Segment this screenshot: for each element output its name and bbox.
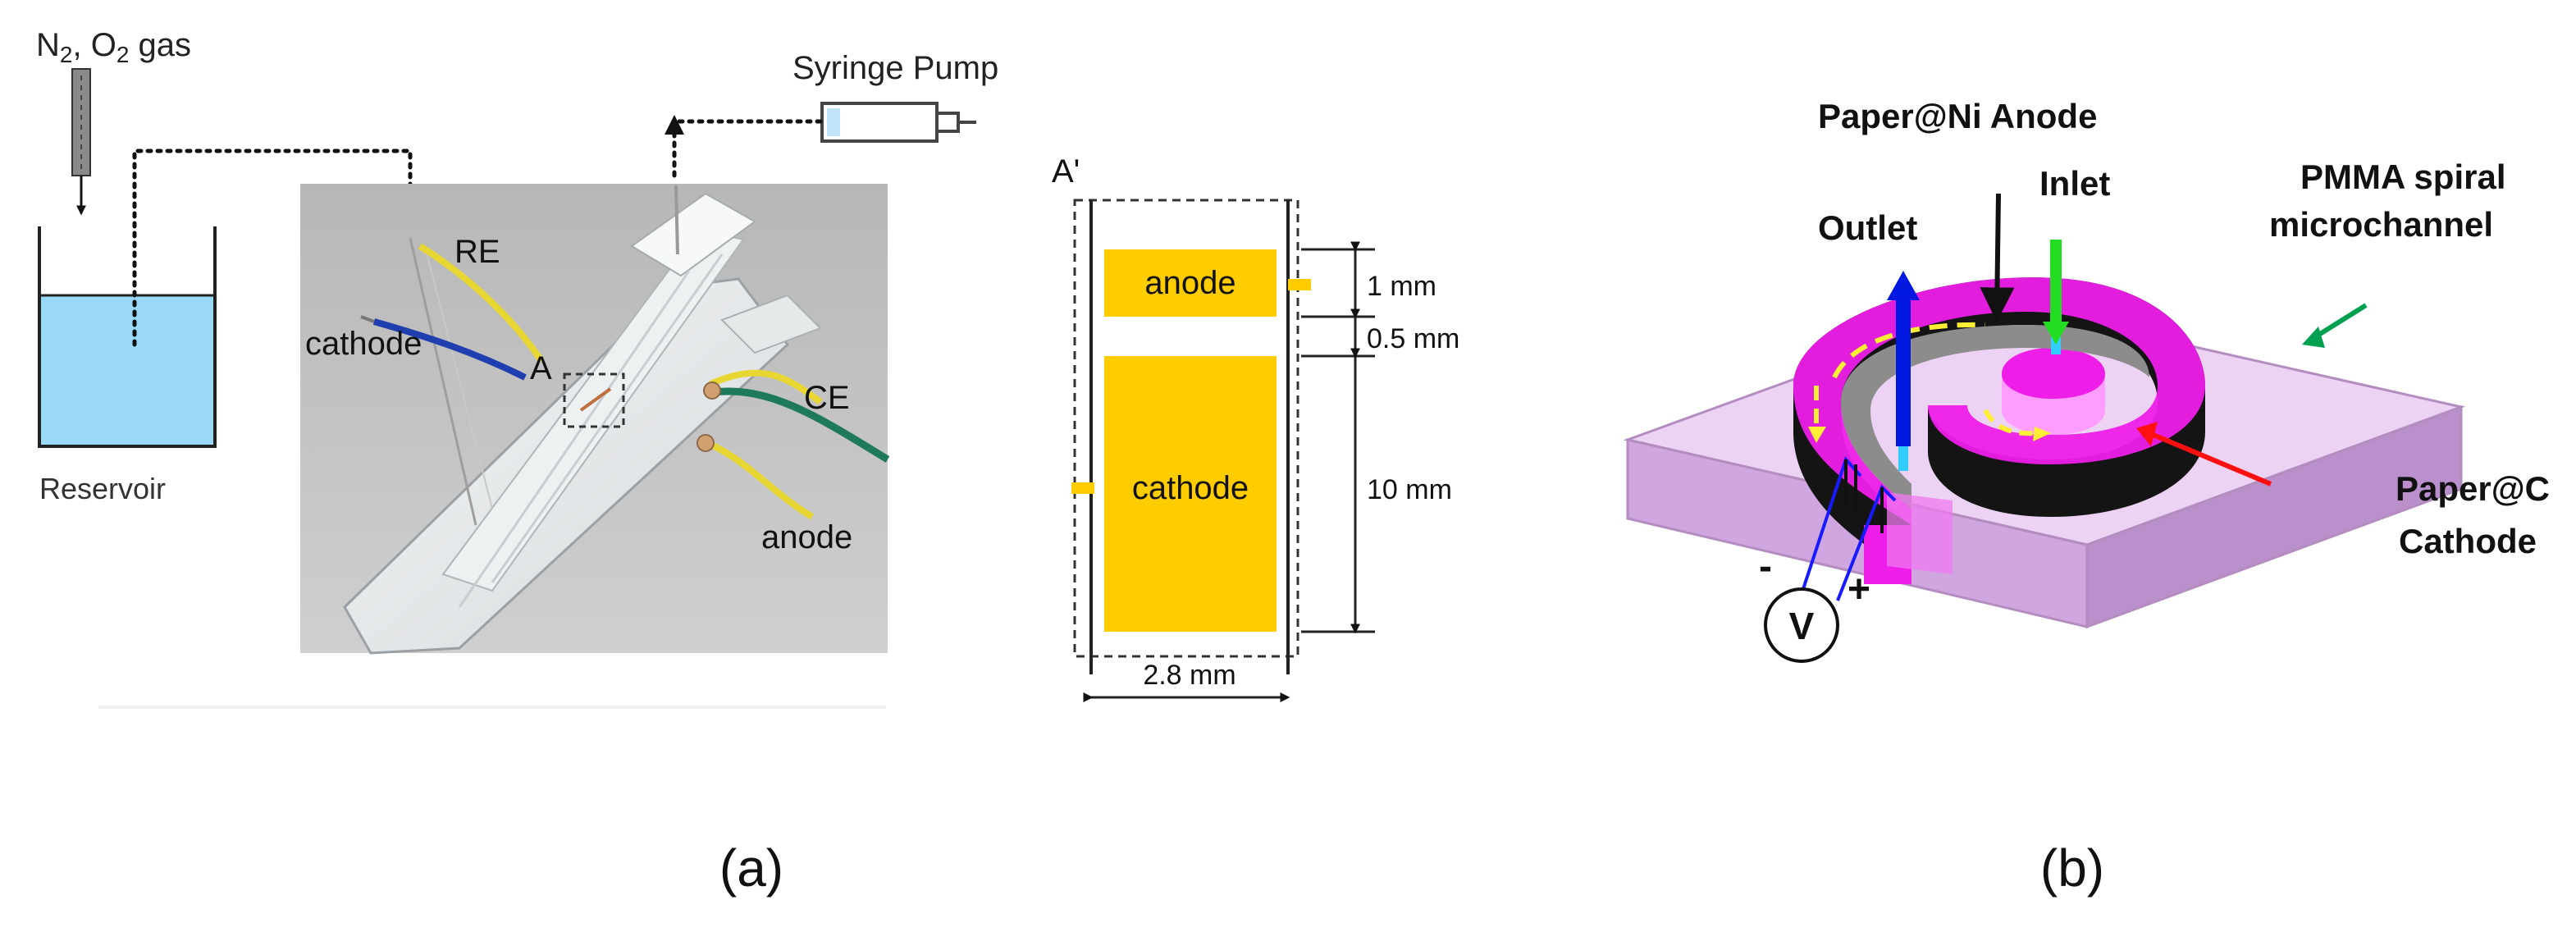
region-a-box xyxy=(563,372,625,428)
ce-label: CE xyxy=(804,380,850,416)
dim-cathode: 10 mm xyxy=(1367,474,1452,505)
anode-tab xyxy=(1288,279,1311,290)
detail-anode-electrode xyxy=(1104,249,1277,317)
gas-tube xyxy=(71,68,91,176)
cathode-label-line1: Paper@C xyxy=(2396,469,2550,508)
dim-width: 2.8 mm xyxy=(1143,660,1235,691)
syringe-pump xyxy=(820,102,976,143)
cathode-pointer xyxy=(2148,431,2272,487)
voltmeter-label: V xyxy=(1789,605,1815,647)
voltmeter xyxy=(1764,587,1839,663)
ce-wire-yellow xyxy=(709,369,823,405)
caption-a: (a) xyxy=(719,838,783,898)
gas-label: N2, O2 gas xyxy=(36,27,191,67)
ce-wire-green xyxy=(713,387,890,463)
detail-anode-label: anode xyxy=(1144,265,1235,301)
spiral-channel xyxy=(1793,277,2205,584)
reservoir xyxy=(38,226,217,448)
plus-label: + xyxy=(1848,568,1870,611)
pmma-label-line1: PMMA spiral xyxy=(2300,158,2505,196)
a-label: A xyxy=(530,350,552,386)
inlet-port xyxy=(2051,336,2061,354)
device-photo xyxy=(300,184,890,655)
syringe-pump-label: Syringe Pump xyxy=(792,50,998,86)
anode-label-b: Paper@Ni Anode xyxy=(1818,97,2097,135)
anode-label: anode xyxy=(761,519,852,555)
detail-title: A' xyxy=(1052,153,1080,190)
pmma-label-line2: microchannel xyxy=(2269,205,2493,244)
pmma-pointer xyxy=(2312,303,2368,340)
cathode-label: cathode xyxy=(305,326,422,362)
cathode-wire-blue xyxy=(372,318,527,381)
anode-pointer xyxy=(1980,193,2015,322)
outlet-label: Outlet xyxy=(1818,208,1917,247)
caption-b: (b) xyxy=(2040,838,2104,898)
reservoir-label: Reservoir xyxy=(39,472,166,505)
re-label: RE xyxy=(454,234,500,270)
flow-arrow-outer xyxy=(1832,322,1986,379)
panel-a: N2, O2 gas Reservoir Syringe Pump xyxy=(36,27,1459,898)
dim-anode: 1 mm xyxy=(1367,271,1436,302)
dotted-pump-line xyxy=(672,119,823,183)
detail-a-prime: A' anode cathode 1 mm 0.5 mm xyxy=(1052,153,1459,702)
detail-cathode-electrode xyxy=(1104,356,1277,632)
panel-b: V - + Paper@Ni Anode Inlet Outlet PMMA s… xyxy=(1623,97,2550,898)
dotted-flow-line xyxy=(132,148,413,347)
wire-contacts xyxy=(1844,459,1884,533)
dim-gap: 0.5 mm xyxy=(1367,323,1459,354)
anode-wire-yellow xyxy=(706,440,815,520)
dimension-lines xyxy=(1083,241,1375,702)
minus-label: - xyxy=(1759,545,1772,588)
inlet-label: Inlet xyxy=(2039,164,2110,203)
outlet-port xyxy=(1898,446,1908,471)
detail-dashed-frame xyxy=(1073,199,1299,658)
cathode-label-line2: Cathode xyxy=(2399,522,2537,560)
detail-cathode-label: cathode xyxy=(1132,470,1249,506)
cathode-tab xyxy=(1071,482,1094,494)
re-wire xyxy=(418,243,545,363)
flow-arrow-inner xyxy=(1983,409,2035,436)
